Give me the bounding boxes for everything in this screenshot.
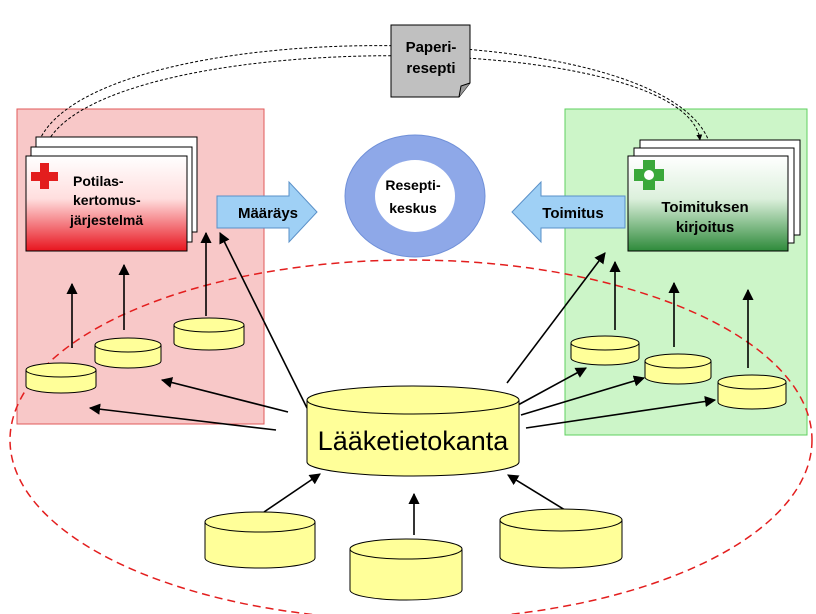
- db-cylinder: [204, 511, 316, 569]
- db-cylinder: [173, 317, 245, 351]
- db-cylinder: [644, 353, 712, 385]
- arrow-toimitus-label: Toimitus: [542, 205, 603, 222]
- database-scope-ellipse: [9, 259, 813, 614]
- dispensing-line2: kirjoitus: [676, 219, 734, 236]
- paper-route-inner: [43, 55, 703, 151]
- pharmacy-cross-icon: [634, 160, 664, 190]
- right-db-arrows: [609, 260, 754, 368]
- paper-label-line1: Paperi-: [406, 39, 457, 56]
- main-database-label: Lääketietokanta: [318, 426, 510, 456]
- paper-label-line2: resepti: [406, 60, 455, 77]
- main-db-arrows: [88, 231, 717, 431]
- db-cylinder: [499, 508, 623, 569]
- patient-record-system: Potilas- kertomus- järjestelmä: [25, 136, 198, 252]
- patient-record-line1: Potilas-: [73, 173, 124, 189]
- prescription-center: Resepti- keskus: [344, 134, 486, 258]
- arrow-toimitus: Toimitus: [511, 180, 626, 244]
- patient-record-line3: järjestelmä: [69, 212, 143, 228]
- db-cylinder: [94, 337, 162, 369]
- db-cylinder: [25, 362, 97, 394]
- left-db-arrows: [66, 231, 212, 348]
- dispensing-line1: Toimituksen: [661, 199, 748, 216]
- patient-record-line2: kertomus-: [73, 192, 141, 208]
- db-cylinder: [349, 538, 463, 601]
- paper-prescription: Paperi- resepti: [390, 24, 471, 98]
- red-cross-icon: [31, 163, 58, 189]
- paper-route-outer: [35, 45, 715, 156]
- center-label-line1: Resepti-: [385, 177, 441, 193]
- db-cylinder: [717, 374, 787, 410]
- arrow-maarays-label: Määräys: [238, 205, 298, 222]
- arrow-maarays: Määräys: [216, 180, 318, 244]
- center-label-line2: keskus: [389, 200, 437, 216]
- bottom-db-arrows: [263, 473, 566, 535]
- dispensing-system: Toimituksen kirjoitus: [627, 139, 801, 252]
- db-cylinder: [570, 335, 640, 366]
- main-database: Lääketietokanta: [306, 385, 520, 477]
